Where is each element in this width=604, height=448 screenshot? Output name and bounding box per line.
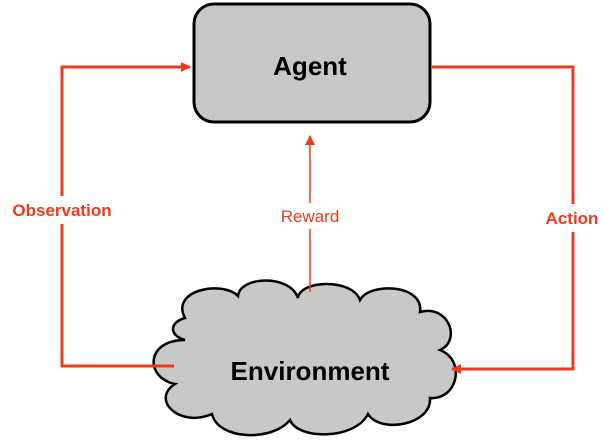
- agent-label: Agent: [273, 51, 347, 81]
- environment-cloud: [152, 279, 458, 437]
- environment-label: Environment: [231, 356, 390, 386]
- environment-node: Environment: [152, 279, 458, 437]
- agent-box: [192, 2, 432, 124]
- reward-edge: Reward: [270, 135, 350, 292]
- action-label: Action: [546, 209, 599, 228]
- agent-node: Agent: [192, 2, 432, 124]
- action-edge: Action: [432, 65, 604, 374]
- observation-label: Observation: [12, 201, 111, 220]
- observation-edge: Observation: [0, 62, 191, 368]
- reward-label: Reward: [281, 207, 340, 226]
